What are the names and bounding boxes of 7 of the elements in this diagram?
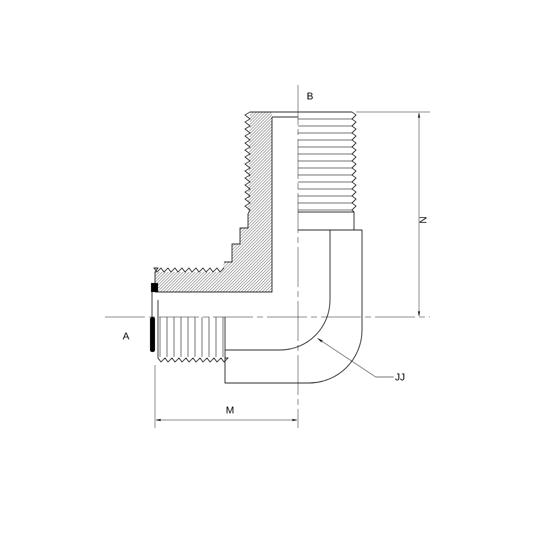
dimension-label: M: [226, 406, 234, 414]
leader-line: [318, 338, 394, 378]
part-label: JJ: [395, 374, 404, 380]
dimension-label: A: [122, 332, 130, 340]
dimension-label: N: [420, 217, 426, 223]
elbow-fitting-drawing: [150, 112, 362, 384]
dimension-label: B: [308, 92, 313, 100]
